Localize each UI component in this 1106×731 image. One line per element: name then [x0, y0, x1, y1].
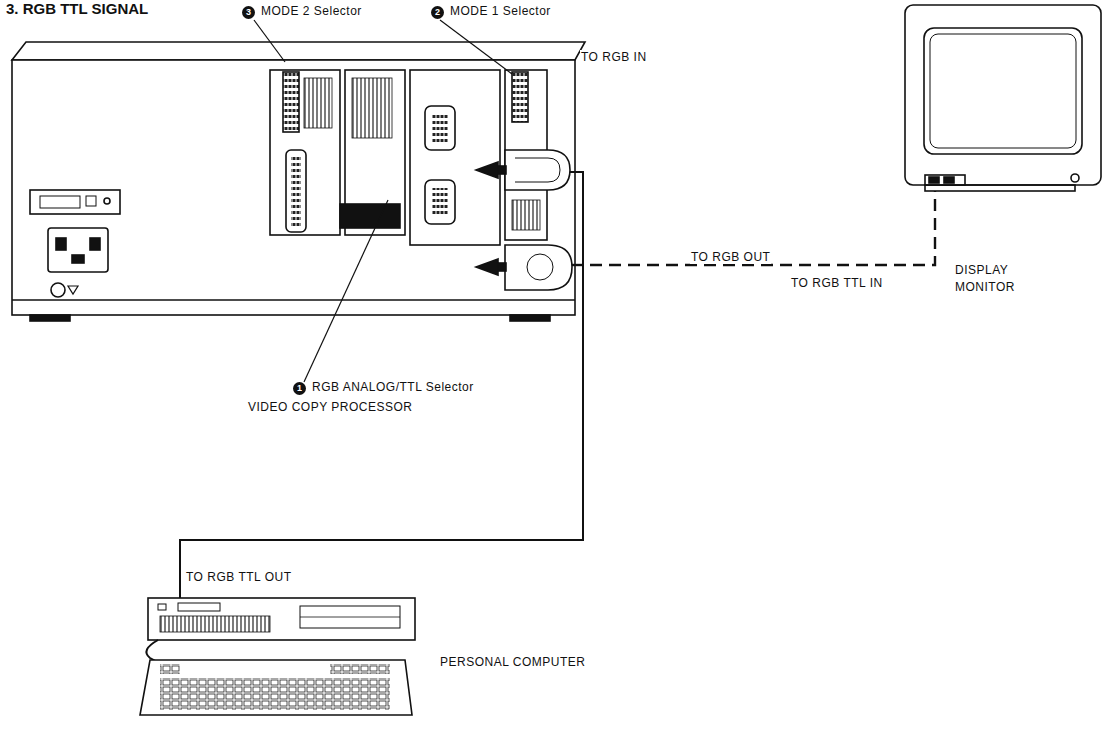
- part-label: RGB ANALOG/TTL Selector: [311, 380, 475, 394]
- device-label: VIDEO COPY PROCESSOR: [248, 400, 412, 414]
- callout-number: 2: [431, 6, 444, 19]
- device-label: DISPLAY MONITOR: [955, 262, 1045, 296]
- signal-cable: [180, 320, 583, 598]
- personal-computer: PERSONAL COMPUTER: [145, 598, 415, 715]
- part-label: TO RGB IN: [580, 50, 648, 64]
- section-title: 3. RGB TTL SIGNAL: [6, 0, 148, 17]
- device-label: PERSONAL COMPUTER: [440, 655, 585, 669]
- part-label: TO RGB TTL IN: [790, 276, 884, 290]
- callout-number: 1: [293, 382, 306, 395]
- display-monitor: DISPLAY MONITOR: [905, 5, 1101, 191]
- part-label: TO RGB TTL OUT: [185, 570, 292, 584]
- part-label: MODE 1 Selector: [449, 4, 552, 18]
- copy-processor: VIDEO COPY PROCESSOR: [10, 42, 590, 320]
- part-label: MODE 2 Selector: [260, 4, 363, 18]
- callout-number: 3: [242, 6, 255, 19]
- dashed-cable: [590, 191, 935, 265]
- part-label: TO RGB OUT: [690, 250, 771, 264]
